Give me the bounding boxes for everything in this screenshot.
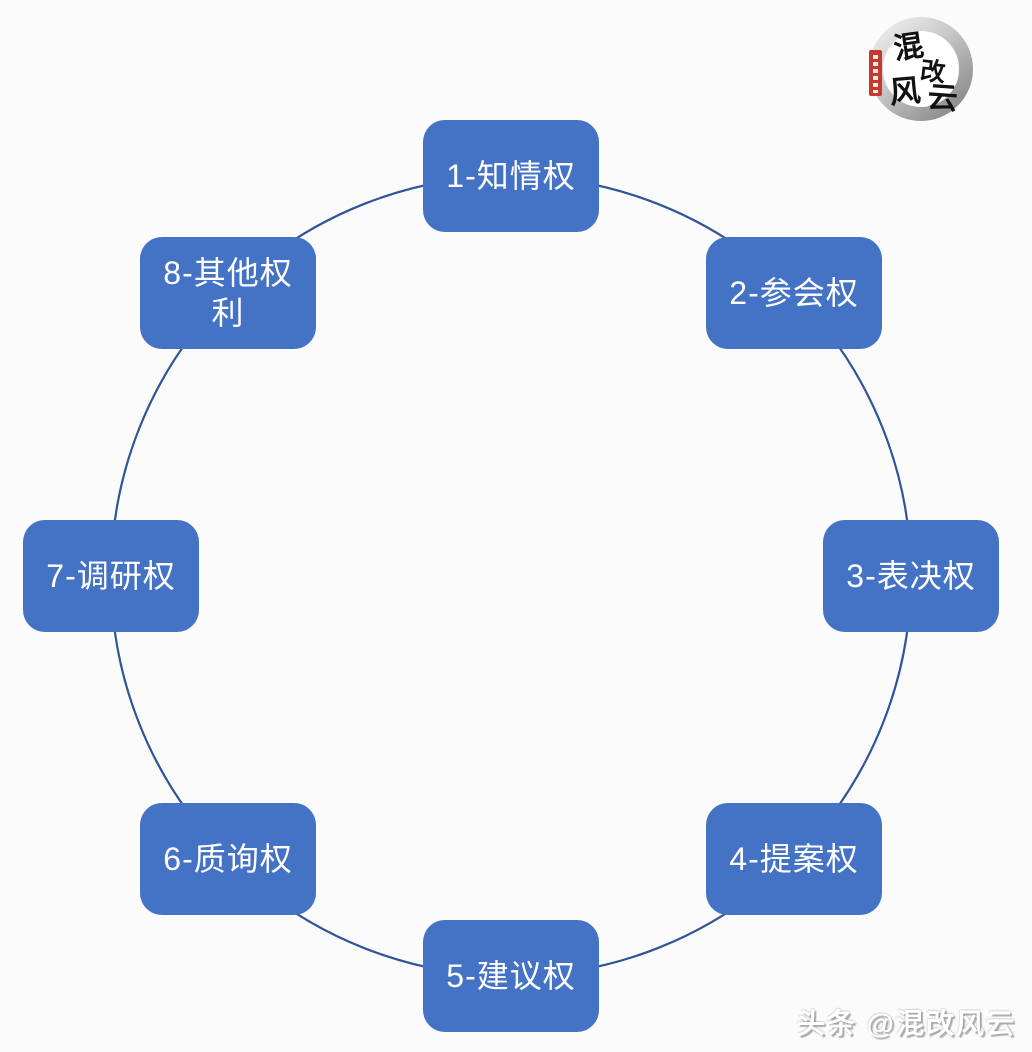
watermark-text: 头条 @混改风云: [796, 1008, 1016, 1039]
cycle-node-4: 4-提案权: [706, 803, 882, 915]
cycle-node-7: 7-调研权: [23, 520, 199, 632]
cycle-node-5: 5-建议权: [423, 920, 599, 1032]
logo-char-yun: 云: [927, 81, 959, 116]
logo-char-gai: 改: [919, 56, 947, 87]
cycle-node-8: 8-其他权利: [140, 237, 316, 349]
brand-logo-icon: 混 改 风 云: [869, 17, 973, 121]
cycle-node-6-label: 6-质询权: [163, 841, 293, 877]
logo-char-feng: 风: [888, 73, 922, 111]
cycle-node-4-label: 4-提案权: [729, 841, 859, 877]
cycle-node-7-label: 7-调研权: [46, 558, 176, 594]
cycle-node-3-label: 3-表决权: [846, 558, 976, 594]
cycle-node-8-label: 8-其他权利: [163, 255, 293, 331]
cycle-node-3: 3-表决权: [823, 520, 999, 632]
cycle-node-5-label: 5-建议权: [446, 958, 576, 994]
logo-seal: [869, 50, 882, 96]
cycle-node-1: 1-知情权: [423, 120, 599, 232]
cycle-node-1-label: 1-知情权: [446, 158, 576, 194]
cycle-node-2-label: 2-参会权: [729, 275, 859, 311]
cycle-node-2: 2-参会权: [706, 237, 882, 349]
cycle-node-6: 6-质询权: [140, 803, 316, 915]
brand-logo: 混 改 风 云: [864, 12, 976, 124]
logo-char-hun: 混: [892, 29, 926, 66]
